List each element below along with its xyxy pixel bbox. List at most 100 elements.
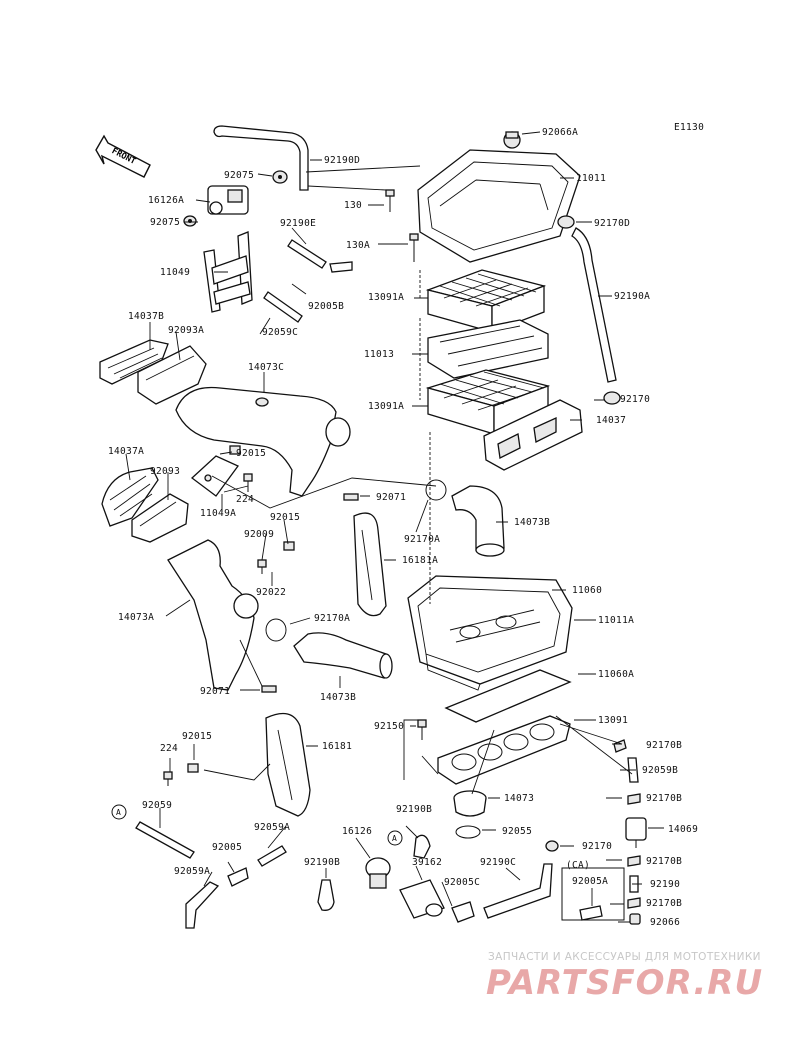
callout-92190e: 92190E: [280, 218, 317, 229]
callout-92170d: 92170D: [594, 218, 631, 229]
bracket-11049: [203, 231, 253, 313]
filter-11013: [427, 319, 549, 379]
callout-224-b: 224: [160, 743, 179, 754]
cover-92093a: [137, 345, 207, 405]
callout-92093: 92093: [150, 466, 181, 477]
callout-92150: 92150: [374, 721, 405, 732]
callout-92170b-a: 92170B: [646, 740, 683, 751]
callout-39162: 39162: [412, 857, 443, 868]
ref-letter-a-1: A: [116, 808, 122, 817]
callout-13091: 13091: [598, 715, 629, 726]
holder-13091: [437, 715, 571, 785]
clamp-92170a-b: [265, 618, 287, 642]
callout-11060: 11060: [572, 585, 603, 596]
clamp-92170d: [557, 215, 575, 229]
element-14037: [483, 399, 583, 471]
callout-92170a-b: 92170A: [314, 613, 351, 624]
callout-92059: 92059: [142, 800, 173, 811]
callout-16126: 16126: [342, 826, 373, 837]
plug-92066: [629, 913, 641, 925]
callout-92059a-b: 92059A: [174, 866, 211, 877]
callout-11011: 11011: [576, 173, 607, 184]
callout-92170b-d: 92170B: [646, 898, 683, 909]
ref-circle-a-1: [111, 804, 127, 820]
pipe-39162: [399, 879, 445, 919]
joint-92005: [227, 867, 249, 887]
case-11060: [407, 575, 573, 691]
callout-92066a: 92066A: [542, 127, 579, 138]
ref-circle-a-2: [387, 830, 403, 846]
callout-14069: 14069: [668, 824, 699, 835]
bolt-92009: [257, 559, 267, 574]
callout-14073b-a: 14073B: [514, 517, 551, 528]
hose-92190c: [483, 863, 553, 919]
callout-92190a: 92190A: [614, 291, 651, 302]
callout-92075-left: 92075: [150, 217, 181, 228]
callout-92190c: 92190C: [480, 857, 517, 868]
callout-13091a-top: 13091A: [368, 292, 405, 303]
callout-92022: 92022: [256, 587, 287, 598]
ref-letter-a-2: A: [392, 834, 398, 843]
callout-13091a-bottom: 13091A: [368, 401, 405, 412]
hose-92190b-b: [317, 879, 335, 911]
callout-224-a: 224: [236, 494, 255, 505]
bracket-11049a: [190, 455, 239, 497]
callout-92005: 92005: [212, 842, 243, 853]
callout-92170a-a: 92170A: [404, 534, 441, 545]
callout-130a: 130A: [346, 240, 371, 251]
callout-11060a: 11060A: [598, 669, 635, 680]
callout-92059c: 92059C: [262, 327, 299, 338]
callout-92071-b: 92071: [200, 686, 231, 697]
leader-lines: [203, 165, 633, 921]
spring-92071-b: [261, 685, 277, 693]
filter-14037a: [101, 467, 159, 527]
clamp-92170a-a: [425, 479, 447, 501]
callout-92066: 92066: [650, 917, 681, 928]
callout-92005b: 92005B: [308, 301, 345, 312]
clip-92075-left: [183, 215, 197, 227]
callout-14073: 14073: [504, 793, 535, 804]
hose-92059a-b: [185, 881, 220, 929]
hose-92190b-a: [413, 834, 431, 859]
callout-92059b: 92059B: [642, 765, 679, 776]
valve-16126: [365, 857, 391, 889]
callout-ca: (CA): [566, 860, 591, 871]
bolt-92015-c: [187, 763, 199, 773]
bolt-92150: [417, 719, 427, 740]
callout-92005c: 92005C: [444, 877, 481, 888]
callout-92015-b: 92015: [270, 512, 301, 523]
callout-92190d: 92190D: [324, 155, 361, 166]
callout-92075-top: 92075: [224, 170, 255, 181]
bolt-92015-b: [283, 541, 295, 551]
callout-14073c: 14073C: [248, 362, 285, 373]
callout-14037: 14037: [596, 415, 627, 426]
bolt-224-a: [243, 473, 253, 492]
screen-13091a-top: [425, 269, 547, 333]
bolt-130a: [409, 233, 419, 262]
ring-92055: [455, 825, 481, 839]
callout-92190: 92190: [650, 879, 681, 890]
hose-92190a: [571, 227, 617, 383]
duct-14073c: [175, 386, 351, 497]
callout-92059a-a: 92059A: [254, 822, 291, 833]
cover-92093: [131, 493, 189, 543]
callout-92093a: 92093A: [168, 325, 205, 336]
pipe-92059c: [263, 291, 303, 323]
gasket-11060a: [444, 669, 572, 723]
joint-92005c: [451, 901, 475, 923]
callout-14073b-b: 14073B: [320, 692, 357, 703]
callout-92055: 92055: [502, 826, 533, 837]
callout-92170-b: 92170: [582, 841, 613, 852]
callout-16126a: 16126A: [148, 195, 185, 206]
callout-11049a: 11049A: [200, 508, 237, 519]
watermark-tagline: ЗАПЧАСТИ И АКСЕССУАРЫ ДЛЯ МОТОТЕХНИКИ: [488, 951, 761, 963]
callout-16181: 16181: [322, 741, 353, 752]
hose-14073b-b: [293, 632, 393, 679]
clip-92170b-a: [613, 739, 627, 753]
duct-16181: [265, 712, 311, 817]
hose-92059: [135, 821, 195, 859]
callout-92009: 92009: [244, 529, 275, 540]
callout-92190b-b: 92190B: [304, 857, 341, 868]
callout-11011a: 11011A: [598, 615, 635, 626]
